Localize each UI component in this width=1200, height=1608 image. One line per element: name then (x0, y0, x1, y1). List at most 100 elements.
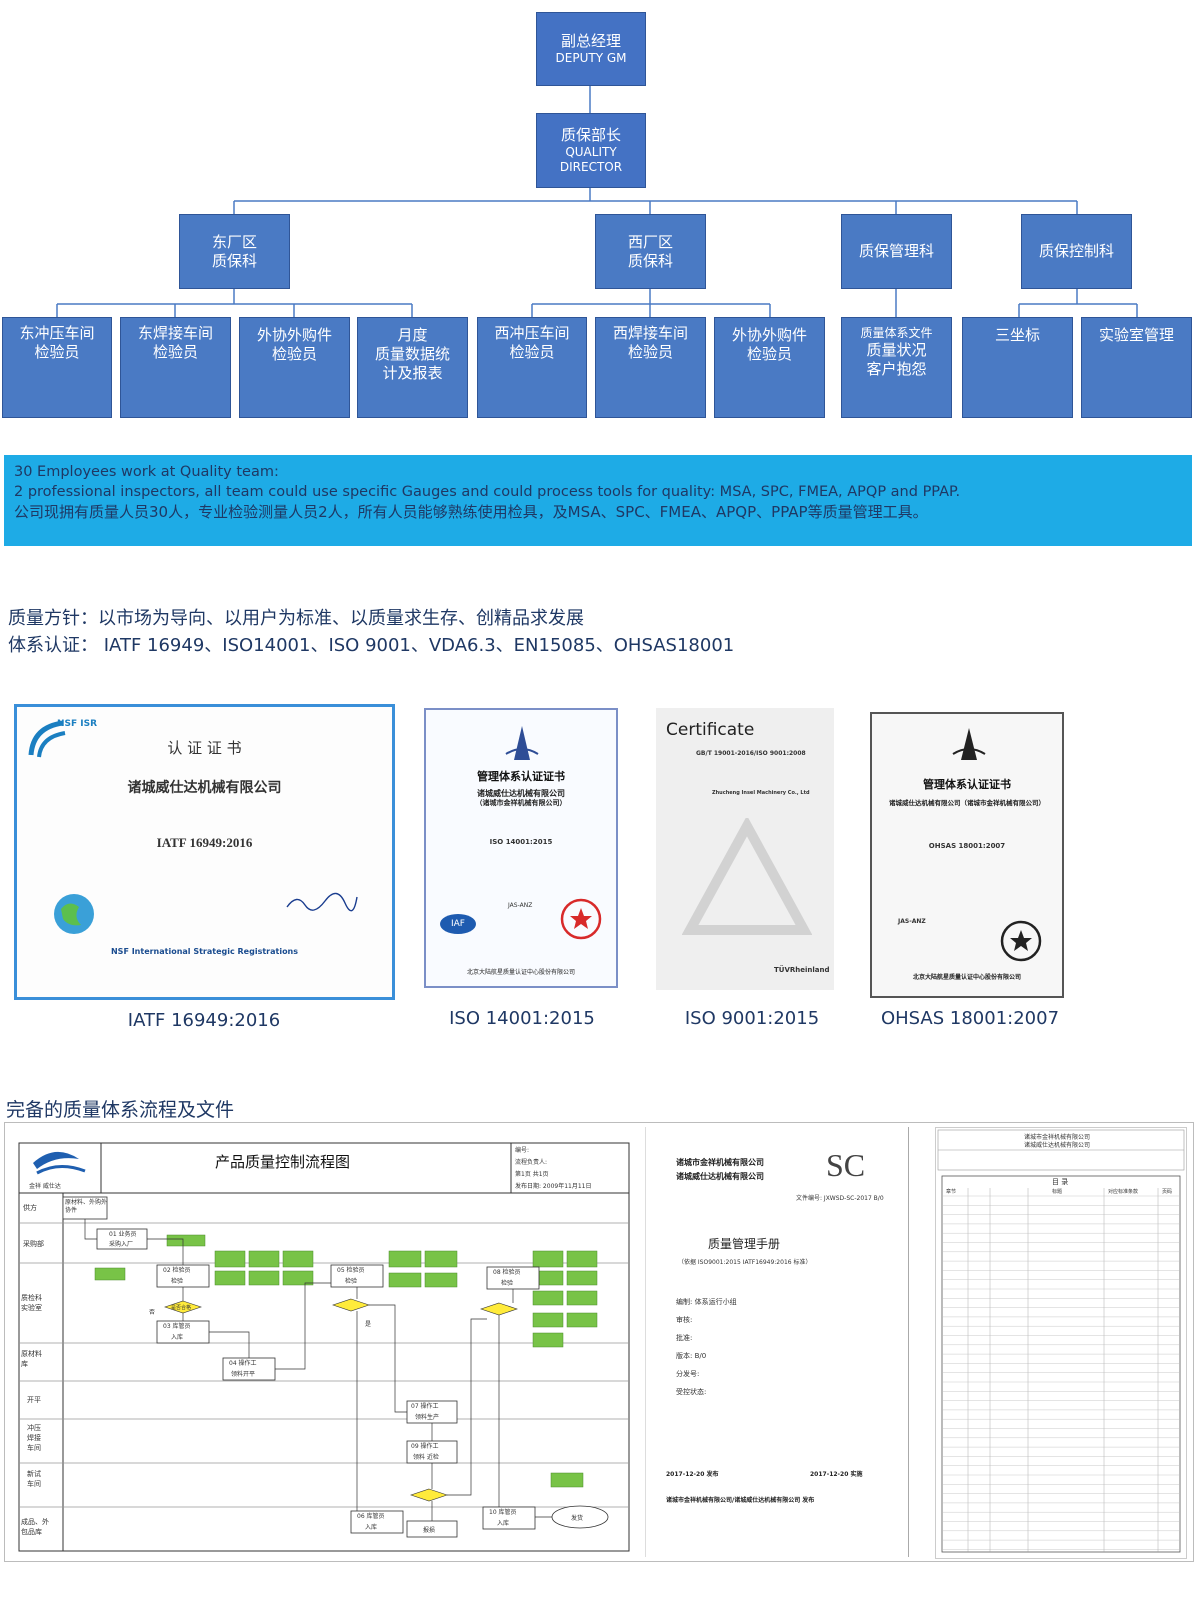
info-line-2: 2 professional inspectors, all team coul… (14, 484, 961, 500)
unit-label: 计及报表 (382, 363, 443, 382)
flowchart-lane: 原材料 库 (21, 1350, 42, 1368)
org-dept-qa-control: 质保控制科 (1021, 214, 1132, 289)
flow-node: 04 操作工 (229, 1360, 257, 1367)
cert4-footer: 北京大陆航星质量认证中心股份有限公司 (912, 974, 1021, 981)
manual-mark: SC (826, 1147, 866, 1183)
flowchart-lane: 成品、外 包品库 (21, 1518, 49, 1536)
unit-label: 客户抱怨 (866, 359, 927, 378)
cert2-badge-jasanz: JAS-ANZ (508, 902, 533, 909)
flowchart-lane: 新试 车间 (27, 1470, 41, 1488)
flow-node: 检验 (345, 1278, 358, 1285)
cert1-company: 诸城威仕达机械有限公司 (127, 780, 282, 796)
black-star-seal-icon (1000, 920, 1042, 962)
toc-col: 章节 (946, 1189, 957, 1195)
quality-control-flowchart: 产品质量控制流程图 金祥 威仕达 编号: 流程负责人: 第1页 共1页 发布日期… (15, 1123, 633, 1561)
dept-label: 质保控制科 (1038, 242, 1114, 261)
unit-label: 检验员 (34, 342, 80, 361)
flowchart-meta: 流程负责人: (515, 1159, 548, 1166)
cert1-logo-text: NSF ISR (57, 719, 98, 729)
cert1-title: 认 证 证 书 (167, 739, 242, 757)
org-dept-west: 西厂区 质保科 (595, 214, 706, 289)
flow-node: 发货 (571, 1515, 584, 1522)
org-unit-cmm: 三坐标 (962, 317, 1073, 418)
flow-node: 报损 (423, 1527, 436, 1534)
unit-label: 三坐标 (994, 326, 1040, 344)
flow-node: 02 检验员 (163, 1267, 191, 1274)
quality-manual-cover: 诸城市金祥机械有限公司 诸城威仕达机械有限公司 SC 文件编号: JXWSD-S… (645, 1127, 909, 1557)
flow-node: 采购入厂 (109, 1241, 134, 1248)
flow-node: 08 检验员 (493, 1269, 521, 1276)
certification-tower-icon (505, 726, 539, 760)
flow-decision: 是否合格 (171, 1305, 192, 1311)
unit-label: 检验员 (152, 342, 198, 361)
unit-label: 质量状况 (866, 341, 927, 359)
org-unit-east-stamping: 东冲压车间 检验员 (2, 317, 112, 418)
org-unit-west-outsource: 外协外购件 检验员 (714, 317, 825, 418)
unit-label: 实验室管理 (1098, 326, 1174, 344)
toc-col: 页码 (1162, 1189, 1173, 1195)
org-unit-east-outsource: 外协外购件 检验员 (239, 317, 350, 418)
flow-node: 检验 (171, 1278, 184, 1285)
toc-header: 目 录 (1052, 1178, 1069, 1186)
manual-field: 编制: 体系运行小组 (676, 1298, 737, 1306)
flow-node: 07 操作工 (411, 1403, 439, 1410)
cert2-badge-iaf: IAF (440, 914, 476, 934)
cert2-title: 管理体系认证证书 (477, 770, 565, 783)
unit-label: 西冲压车间 (494, 324, 570, 342)
unit-label: 外协外购件 (256, 326, 332, 344)
manual-field: 审核: (676, 1316, 693, 1324)
unit-label: 检验员 (509, 342, 555, 361)
cert3-footer: TÜVRheinland (774, 966, 830, 974)
flow-node: 领料开平 (231, 1371, 256, 1378)
dept-label: 东厂区 (211, 232, 257, 251)
cert3-company: Zhucheng Insel Machinery Co., Ltd (712, 790, 810, 796)
cert-caption: ISO 14001:2015 (449, 1008, 595, 1029)
unit-label: 西焊接车间 (612, 324, 688, 342)
qd-en1: QUALITY (565, 144, 617, 159)
info-line-3: 公司现拥有质量人员30人，专业检验测量人员2人，所有人员能够熟练使用检具，及MS… (14, 503, 928, 521)
globe-icon (54, 894, 94, 934)
manual-field: 分发号: (676, 1370, 700, 1378)
unit-label: 检验员 (627, 342, 673, 361)
cert-caption: OHSAS 18001:2007 (880, 1008, 1060, 1029)
qd-zh: 质保部长 (560, 126, 621, 145)
dept-label: 西厂区 (627, 232, 673, 251)
flow-node: 10 库管员 (489, 1509, 517, 1516)
unit-label: 质量体系文件 (860, 326, 933, 340)
flow-node: 原材料、外购外协件 (65, 1199, 108, 1214)
cert2-footer: 北京大陆航星质量认证中心股份有限公司 (466, 969, 575, 976)
quality-manual-toc: 诸城市金祥机械有限公司 诸城威仕达机械有限公司 目 录 章节 标题 对应标准条款… (935, 1127, 1187, 1559)
flow-decision-no: 否 (149, 1309, 156, 1316)
deputy-gm-zh: 副总经理 (560, 32, 621, 51)
unit-label: 东焊接车间 (137, 324, 213, 342)
cert2-company: 诸城威仕达机械有限公司 (477, 789, 565, 798)
red-star-seal-icon (560, 898, 602, 940)
flow-node: 05 检验员 (337, 1267, 365, 1274)
cert4-title: 管理体系认证证书 (923, 778, 1011, 791)
flow-node: 03 库管员 (163, 1323, 191, 1330)
unit-label: 月度 (397, 326, 428, 344)
manual-field: 版本: B/0 (676, 1352, 707, 1360)
dept-label: 质保科 (211, 251, 257, 270)
flow-node: 入库 (171, 1334, 184, 1341)
cert1-footer: NSF International Strategic Registration… (110, 947, 299, 956)
flowchart-lane: 质检科 实验室 (21, 1294, 42, 1312)
flowchart-meta: 发布日期: 2009年11月11日 (515, 1183, 592, 1190)
unit-label: 质量数据统 (374, 344, 450, 363)
org-unit-lab: 实验室管理 (1081, 317, 1192, 418)
info-line-1: 30 Employees work at Quality team: (14, 464, 279, 480)
org-unit-east-welding: 东焊接车间 检验员 (120, 317, 231, 418)
flowchart-title: 产品质量控制流程图 (215, 1155, 351, 1171)
deputy-gm-en: DEPUTY GM (555, 50, 627, 65)
org-unit-monthly-report: 月度 质量数据统 计及报表 (357, 317, 468, 418)
flowchart-lane: 开平 (27, 1396, 41, 1404)
flowchart-lane: 供方 (23, 1204, 37, 1212)
org-deputy-gm: 副总经理 DEPUTY GM (536, 12, 646, 86)
cert2-company2: （诸城市金祥机械有限公司） (475, 799, 567, 807)
manual-title: 质量管理手册 (708, 1237, 781, 1251)
quality-policy: 质量方针：以市场为导向、以用户为标准、以质量求生存、创精品求发展 (8, 608, 584, 629)
manual-file-no: 文件编号: JXWSD-SC-2017 B/0 (796, 1195, 884, 1202)
flowchart-logo-text: 金祥 威仕达 (29, 1183, 61, 1190)
dept-label: 质保科 (627, 251, 673, 270)
unit-label: 检验员 (746, 344, 792, 363)
